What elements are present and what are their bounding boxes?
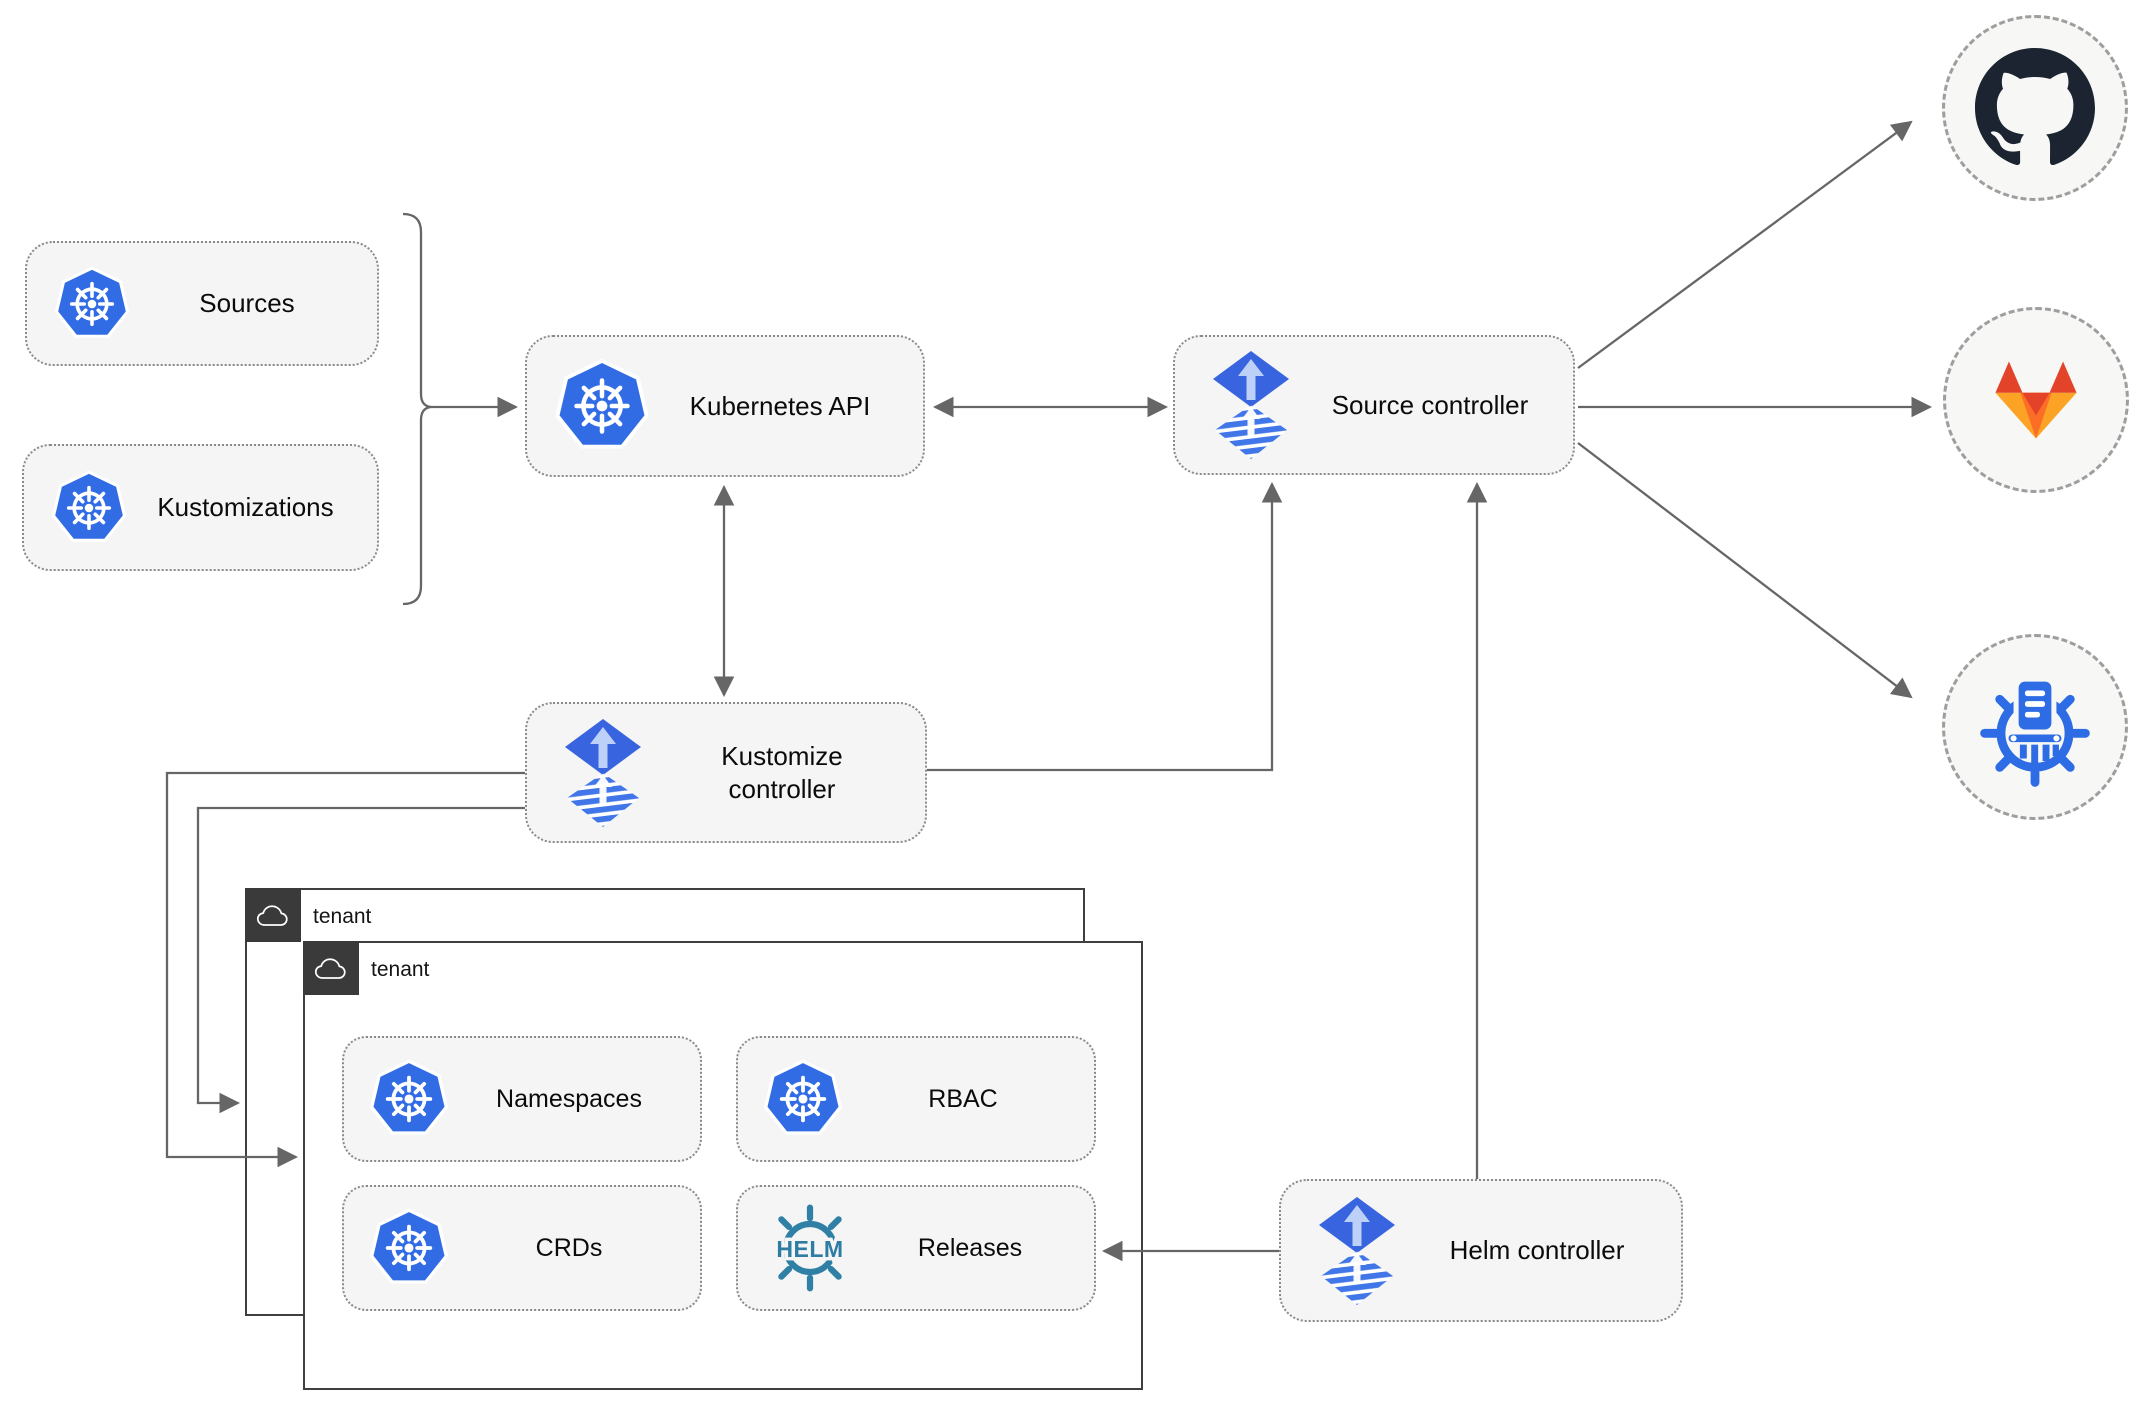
node-label: Kustomizations <box>157 492 334 523</box>
kubernetes-icon <box>50 469 128 547</box>
node-source-controller: Source controller <box>1173 335 1575 475</box>
gitlab-icon <box>1984 352 2088 448</box>
node-rbac: RBAC <box>736 1036 1096 1162</box>
node-label: Kustomize controller <box>721 741 843 804</box>
node-sources: Sources <box>25 241 379 366</box>
tenant-label: tenant <box>371 958 430 981</box>
node-kustomizations: Kustomizations <box>22 444 379 571</box>
node-releases: HELM Releases <box>736 1185 1096 1311</box>
arrow-kustomize-to-source-controller <box>927 481 1283 772</box>
harbor-icon <box>1972 664 2098 790</box>
kubernetes-icon <box>368 1058 450 1140</box>
flux-icon <box>1201 344 1301 466</box>
github-icon <box>1975 48 2095 168</box>
tenant-group-inner: tenant Namespaces RBAC CRDs HELM Release… <box>303 941 1143 1390</box>
node-kubernetes-api: Kubernetes API <box>525 335 925 477</box>
endpoint-harbor <box>1942 634 2128 820</box>
flux-icon <box>553 712 653 834</box>
kubernetes-icon <box>368 1207 450 1289</box>
node-label: Namespaces <box>496 1084 642 1113</box>
node-kustomize-controller: Kustomize controller <box>525 702 927 843</box>
kubernetes-icon <box>553 357 651 455</box>
node-label: RBAC <box>928 1084 998 1113</box>
node-label: CRDs <box>535 1233 603 1262</box>
kubernetes-icon <box>762 1058 844 1140</box>
helm-icon: HELM <box>762 1200 858 1296</box>
node-label: Releases <box>917 1233 1023 1262</box>
cloud-icon <box>303 941 359 995</box>
endpoint-github <box>1942 15 2128 201</box>
endpoint-gitlab <box>1943 307 2129 493</box>
node-label: Helm controller <box>1449 1235 1625 1266</box>
cloud-icon <box>245 888 301 942</box>
flux-icon <box>1307 1190 1407 1312</box>
node-namespaces: Namespaces <box>342 1036 702 1162</box>
node-label: Kubernetes API <box>689 390 871 421</box>
node-label: Sources <box>199 288 295 319</box>
brace-group-sources-kustomizations <box>402 212 432 606</box>
node-label: Source controller <box>1331 389 1529 420</box>
tenant-label: tenant <box>313 905 372 928</box>
node-helm-controller: Helm controller <box>1279 1179 1683 1322</box>
node-crds: CRDs <box>342 1185 702 1311</box>
arrow-source-controller-to-github <box>1577 120 1913 369</box>
svg-text:HELM: HELM <box>776 1236 843 1262</box>
kubernetes-icon <box>53 265 131 343</box>
arrow-source-controller-to-harbor <box>1577 442 1913 699</box>
